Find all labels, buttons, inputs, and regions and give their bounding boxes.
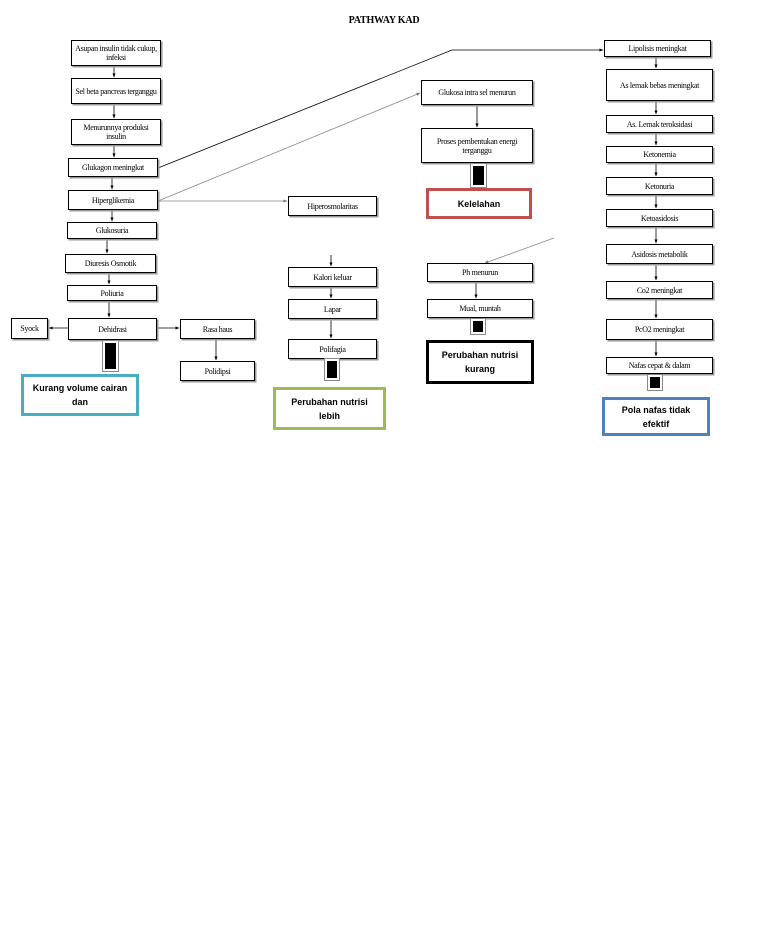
node-syock: Syock — [11, 318, 48, 339]
connector-bar — [470, 318, 486, 335]
node-glukosa-intra-sel: Glukosa intra sel menurun — [421, 80, 533, 105]
node-pco2-meningkat: PcO2 meningkat — [606, 319, 713, 340]
diagnosis-nutrisi-lebih: Perubahan nutrisi lebih — [273, 387, 386, 430]
connector-bar — [102, 340, 119, 372]
node-ph-menurun: Ph menurun — [427, 263, 533, 282]
connector-bar — [470, 163, 487, 188]
diagnosis-pola-nafas: Pola nafas tidak efektif — [602, 397, 710, 436]
node-proses-energi: Proses pembentukan energi terganggu — [421, 128, 533, 163]
node-asupan-insulin: Asupan insulin tidak cukup, infeksi — [71, 40, 161, 66]
node-co2-meningkat: Co2 meningkat — [606, 281, 713, 299]
node-ketonemia: Ketonemia — [606, 146, 713, 163]
node-lipolisis: Lipolisis meningkat — [604, 40, 711, 57]
node-nafas-cepat: Nafas cepat & dalam — [606, 357, 713, 374]
connector-bar — [324, 358, 340, 381]
node-dehidrasi: Dehidrasi — [68, 318, 157, 340]
node-as-lemak-teroksidasi: As. Lemak teroksidasi — [606, 115, 713, 133]
node-lapar: Lapar — [288, 299, 377, 319]
node-polifagia: Polifagia — [288, 339, 377, 359]
node-hiperosmolaritas: Hiperosmolaritas — [288, 196, 377, 216]
node-poliuria: Poliuria — [67, 285, 157, 301]
node-polidipsi: Polidipsi — [180, 361, 255, 381]
node-diuresis-osmotik: Diuresis Osmotik — [65, 254, 156, 273]
node-mual-muntah: Mual, muntah — [427, 299, 533, 318]
node-glukagon: Glukagon meningkat — [68, 158, 158, 177]
connector-bar — [647, 374, 663, 391]
page-title: PATHWAY KAD — [348, 15, 420, 26]
node-menurunnya-produksi: Menurunnya produksi insulin — [71, 119, 161, 145]
node-kalori-keluar: Kalori keluar — [288, 267, 377, 287]
node-as-lemak-bebas: As lemak bebas meningkat — [606, 69, 713, 101]
diagnosis-kelelahan: Kelelahan — [426, 188, 532, 219]
node-ketonuria: Ketonuria — [606, 177, 713, 195]
node-glukosuria: Glukosuria — [67, 222, 157, 239]
node-rasa-haus: Rasa haus — [180, 319, 255, 339]
diagnosis-nutrisi-kurang: Perubahan nutrisi kurang — [426, 340, 534, 384]
node-ketoasidosis: Ketoasidosis — [606, 209, 713, 227]
node-sel-beta: Sel beta pancreas terganggu — [71, 78, 161, 104]
diagnosis-kurang-volume-cairan: Kurang volume cairan dan — [21, 374, 139, 416]
node-asidosis-metabolik: Asidosis metabolik — [606, 244, 713, 264]
node-hiperglikemia: Hiperglikemia — [68, 190, 158, 210]
